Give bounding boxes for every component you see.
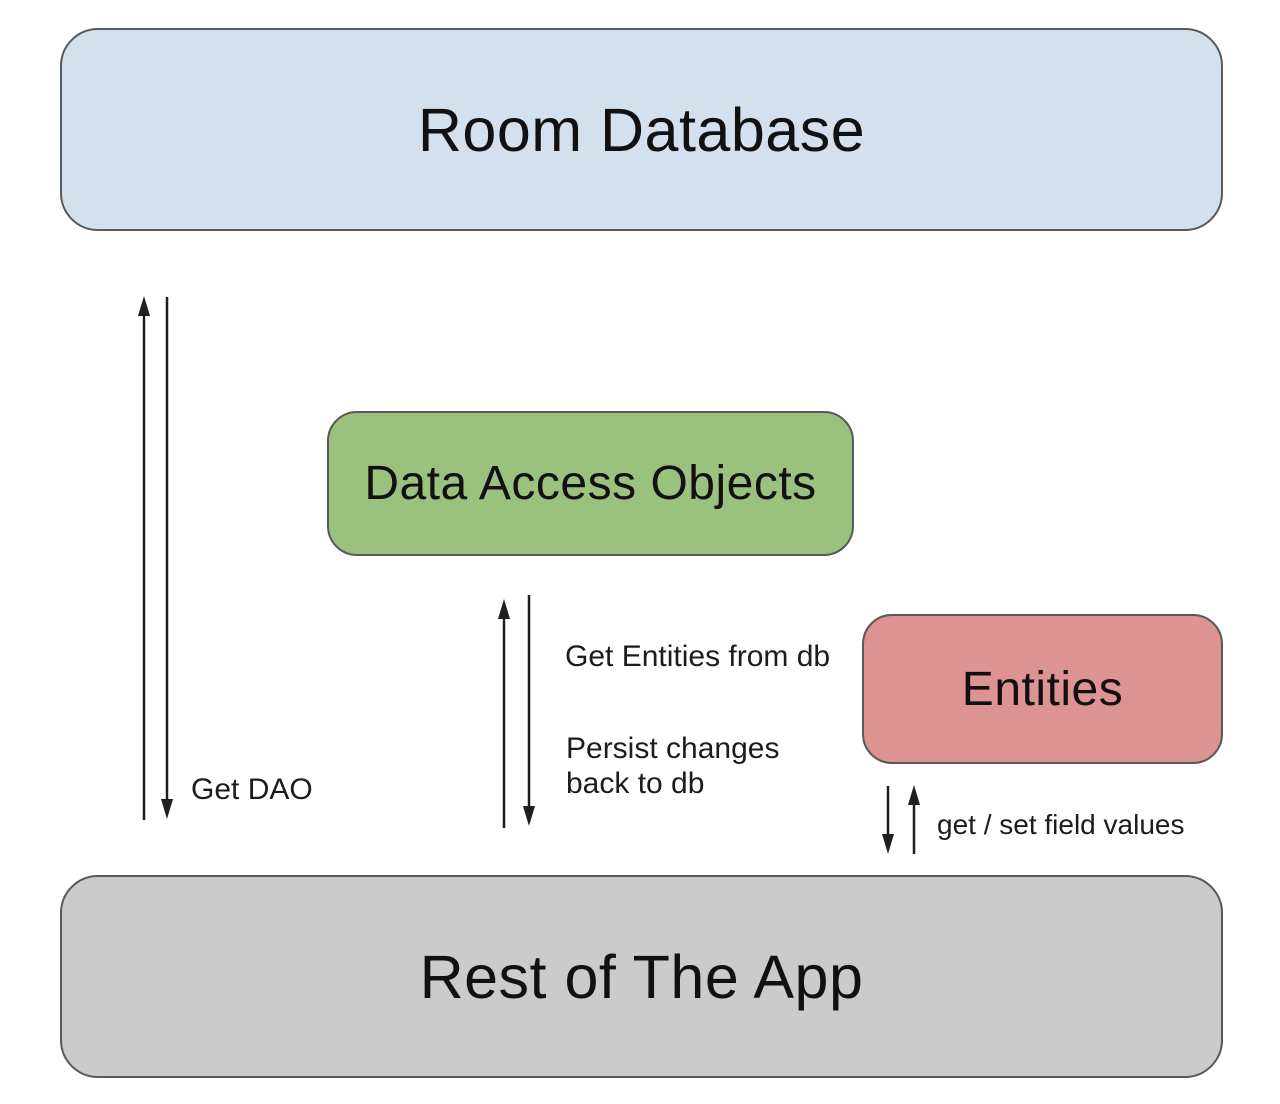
node-room-database: Room Database <box>60 28 1223 231</box>
edge-label-get-entities-from-db: Get Entities from db <box>565 640 831 673</box>
node-room-database-label: Room Database <box>417 95 866 164</box>
node-entities: Entities <box>862 614 1223 764</box>
node-data-access-objects: Data Access Objects <box>327 411 854 556</box>
arrow-app-to-dao <box>498 599 510 828</box>
edge-label-get-set-field-values: get / set field values <box>937 809 1185 840</box>
node-rest-of-the-app: Rest of The App <box>60 875 1223 1078</box>
arrow-entities-to-app <box>882 786 894 854</box>
arrow-app-to-room-database <box>138 296 150 820</box>
arrow-room-database-to-app <box>161 297 173 819</box>
arrow-dao-to-app <box>523 595 535 826</box>
node-data-access-objects-label: Data Access Objects <box>364 457 817 510</box>
node-entities-label: Entities <box>961 662 1124 716</box>
edge-label-persist-changes-back-to-db: Persist changes back to db <box>566 732 780 800</box>
node-rest-of-the-app-label: Rest of The App <box>419 942 864 1011</box>
edge-label-get-dao: Get DAO <box>191 773 313 806</box>
arrow-app-to-entities <box>908 785 920 854</box>
